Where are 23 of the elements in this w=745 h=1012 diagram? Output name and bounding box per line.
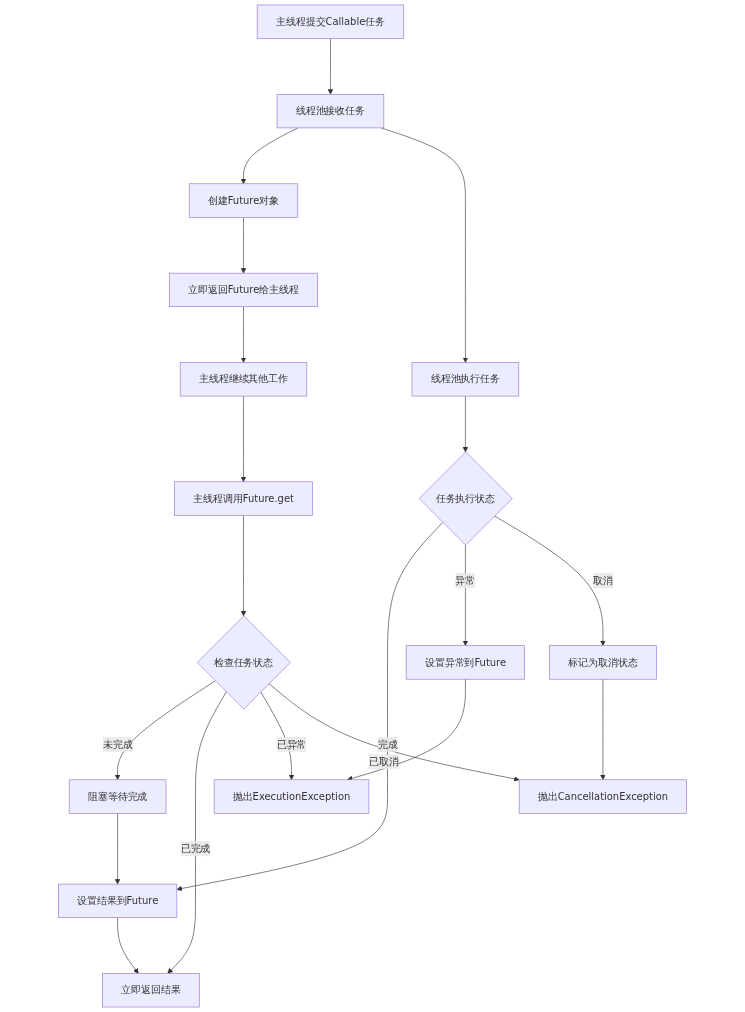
node-box: 立即返回结果: [102, 973, 200, 1008]
edge-label: 已取消: [369, 755, 399, 768]
node-box: 标记为取消状态: [549, 645, 657, 680]
edge-label: 已完成: [180, 842, 211, 855]
node-box: 阻塞等待完成: [68, 779, 167, 814]
edge-label: 已异常: [276, 738, 307, 750]
node-box: 设置异常到Future: [405, 645, 525, 680]
node-box: 设置结果到Future: [58, 883, 178, 918]
edge-label: 异常: [455, 574, 476, 587]
node-box: 立即返回Future给主线程: [169, 272, 318, 307]
node-box: 抛出CancellationException: [518, 779, 687, 814]
node-box: 线程池接收任务: [276, 94, 385, 129]
edge-label: 未完成: [102, 738, 133, 750]
node-box: 抛出ExecutionException: [213, 779, 370, 814]
edge-label: 取消: [592, 574, 613, 587]
node-diamond: 检查任务状态: [196, 615, 291, 710]
node-box: 创建Future对象: [188, 183, 299, 218]
node-diamond: 任务执行状态: [418, 451, 513, 546]
node-box: 主线程继续其他工作: [179, 362, 308, 397]
node-box: 主线程调用Future.get: [174, 481, 313, 516]
node-box: 主线程提交Callable任务: [256, 4, 405, 39]
edge-label: 完成: [377, 738, 398, 750]
node-box: 线程池执行任务: [411, 362, 520, 397]
